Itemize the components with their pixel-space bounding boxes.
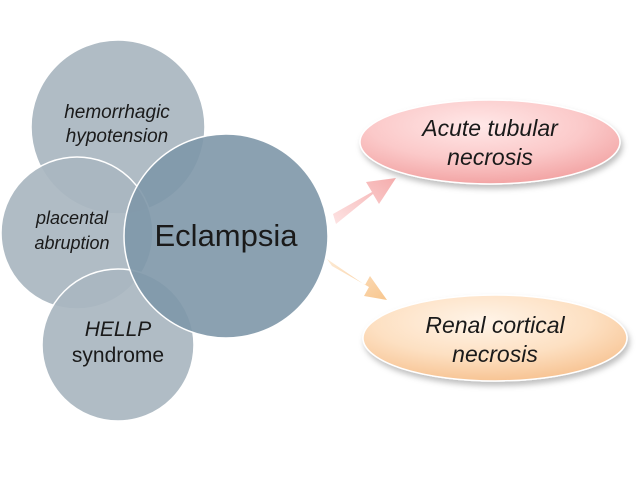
cause-label-hellp: HELLP [85,318,152,341]
arrow-to-renal-cortical-necrosis [327,259,387,300]
center-node-eclampsia [123,133,329,339]
cause-label-hemorrhagic: hemorrhagic [64,102,170,123]
outcome-label-acute-tubular: Acute tubular [420,115,559,141]
cause-label-hypotension: hypotension [66,126,168,147]
center-label-eclampsia: Eclampsia [155,218,299,253]
cause-label-abruption: abruption [34,233,109,253]
arrow-to-acute-tubular-necrosis [333,178,396,224]
outcome-node-renal-cortical-necrosis [362,294,628,382]
cause-label-placental: placental [35,208,109,228]
outcome-label-necrosis-1: necrosis [447,144,533,170]
cause-label-syndrome: syndrome [72,344,164,367]
outcome-label-necrosis-2: necrosis [452,341,538,367]
outcome-node-acute-tubular-necrosis [359,99,621,185]
outcome-label-renal-cortical: Renal cortical [425,312,565,338]
